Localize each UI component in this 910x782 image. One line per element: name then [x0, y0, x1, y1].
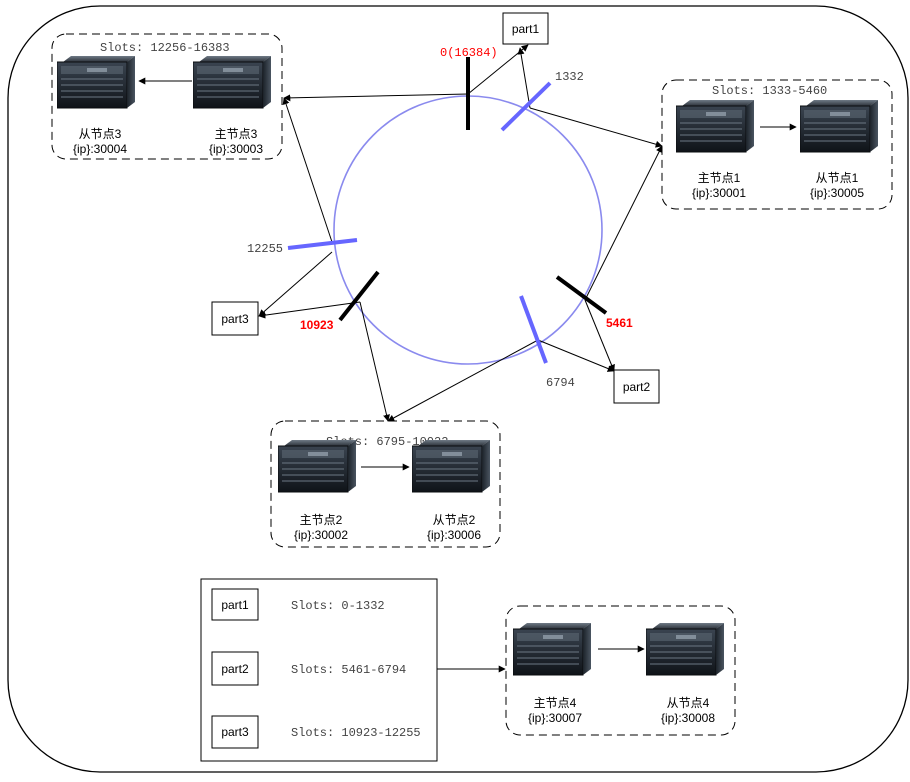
legend-slots3: Slots: 10923-12255 — [291, 726, 421, 740]
arrow-6794-to-group2 — [387, 339, 539, 422]
boundary-label-5461: 5461 — [606, 316, 633, 330]
arrow-6794-to-part2 — [537, 339, 615, 372]
arrow-10923-to-part3 — [258, 301, 361, 319]
boundary-label-12255: 12255 — [247, 242, 283, 256]
arrow-1332-to-part1 — [517, 47, 531, 109]
master4-name: 主节点4 — [534, 696, 577, 710]
master1-name: 主节点1 — [698, 171, 741, 185]
legend-part2: part2 — [221, 662, 249, 676]
group1-slots: Slots: 1333-5460 — [712, 84, 827, 98]
arrow-12255-to-part3 — [258, 251, 333, 317]
slave2-server-icon — [412, 439, 491, 493]
arrow-10923-to-group2 — [359, 301, 390, 422]
slave1-addr: {ip}:30005 — [810, 186, 864, 200]
slave3-addr: {ip}:30004 — [73, 142, 127, 156]
arrow-ring-to-group3 — [283, 93, 469, 102]
slave4-addr: {ip}:30008 — [661, 711, 715, 725]
legend-slots1: Slots: 0-1332 — [291, 599, 385, 613]
boundary-label-10923: 10923 — [300, 318, 334, 332]
part1-box: part1 — [502, 12, 549, 45]
arrow-5461-to-group1 — [584, 145, 663, 301]
boundary-5461 — [555, 275, 608, 315]
boundary-1332 — [500, 81, 552, 132]
group2: Slots: 6795-10922 主节点2 {ip}:30002 从节点2 {… — [270, 420, 501, 548]
boundary-6794 — [519, 295, 548, 364]
new-slots-box: part1 Slots: 0-1332 part2 Slots: 5461-67… — [200, 578, 438, 762]
slave2-name: 从节点2 — [433, 513, 476, 527]
ring-boundaries — [287, 57, 608, 364]
slave3-server-icon — [57, 55, 136, 109]
legend-part1: part1 — [221, 598, 249, 612]
part2-box: part2 — [613, 369, 660, 404]
part3-box: part3 — [211, 301, 259, 336]
master1-server-icon — [676, 99, 755, 153]
boundary-label-0: 0(16384) — [440, 46, 498, 60]
master4-server-icon — [513, 622, 592, 676]
outer-frame — [7, 5, 909, 773]
master3-server-icon — [193, 55, 272, 109]
slave4-server-icon — [646, 622, 725, 676]
group4: 主节点4 {ip}:30007 从节点4 {ip}:30008 — [505, 605, 736, 736]
master2-server-icon — [278, 439, 357, 493]
boundary-12255 — [287, 238, 358, 250]
master1-addr: {ip}:30001 — [692, 186, 746, 200]
group1: Slots: 1333-5460 主节点1 {ip}:30001 从节点1 {i… — [661, 79, 893, 210]
master3-name: 主节点3 — [215, 127, 258, 141]
master4-addr: {ip}:30007 — [528, 711, 582, 725]
master2-name: 主节点2 — [300, 513, 343, 527]
slave3-name: 从节点3 — [79, 127, 122, 141]
slave1-server-icon — [800, 99, 879, 153]
boundary-label-1332: 1332 — [555, 70, 584, 84]
arrow-12255-to-group3 — [282, 97, 333, 243]
master2-addr: {ip}:30002 — [294, 528, 348, 542]
slave1-name: 从节点1 — [816, 171, 859, 185]
legend-part3: part3 — [221, 725, 249, 739]
master3-addr: {ip}:30003 — [209, 142, 263, 156]
boundary-label-6794: 6794 — [546, 376, 575, 390]
group3-slots: Slots: 12256-16383 — [100, 41, 230, 55]
boundary-10923 — [338, 270, 380, 322]
slave4-name: 从节点4 — [667, 696, 710, 710]
arrow-5461-to-part2 — [584, 299, 615, 372]
slave2-addr: {ip}:30006 — [427, 528, 481, 542]
legend-slots2: Slots: 5461-6794 — [291, 663, 406, 677]
connection-arrows — [258, 44, 663, 422]
part3-label: part3 — [221, 312, 249, 326]
part2-label: part2 — [623, 380, 651, 394]
part1-label: part1 — [512, 22, 540, 36]
group3: Slots: 12256-16383 从节点3 {ip}:30004 主节点3 … — [51, 33, 283, 160]
hash-ring — [333, 95, 603, 365]
arrow-1332-to-group1 — [529, 107, 663, 148]
